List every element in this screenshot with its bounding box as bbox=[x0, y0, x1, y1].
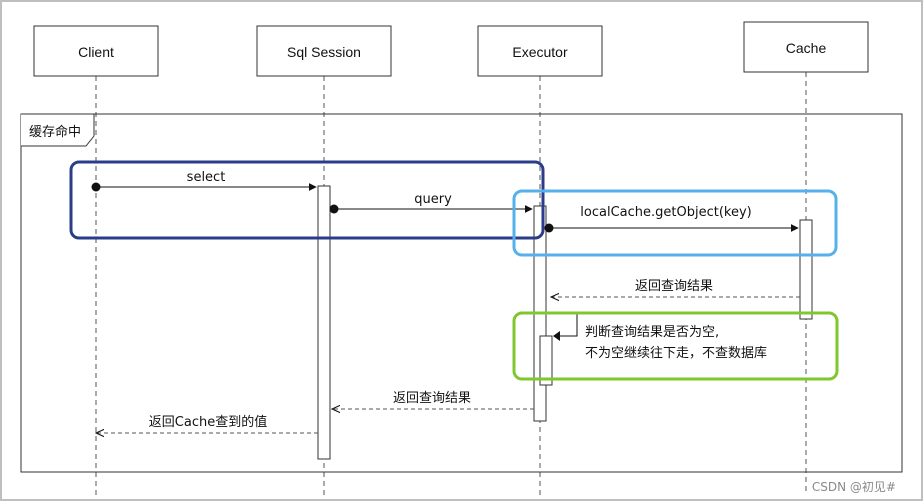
cache-box bbox=[743, 21, 869, 73]
cache-hit-frame bbox=[20, 113, 903, 473]
client-box bbox=[33, 25, 159, 77]
cache-activation bbox=[799, 219, 813, 320]
executor-box bbox=[477, 25, 603, 77]
return-to-session-label: 返回查询结果 bbox=[393, 391, 471, 406]
cache-lookup-highlight bbox=[512, 189, 838, 257]
check-label-line2: 不为空继续往下走，不查数据库 bbox=[585, 345, 767, 361]
frame-label-tab bbox=[21, 113, 95, 147]
return-from-cache-label: 返回查询结果 bbox=[635, 279, 713, 294]
select-query-highlight bbox=[69, 160, 545, 240]
client-label: Client bbox=[78, 44, 114, 60]
select-label: select bbox=[187, 170, 226, 185]
self-call-arrowhead bbox=[553, 331, 560, 341]
cache-label: Cache bbox=[786, 40, 827, 56]
frame-label: 缓存命中 bbox=[29, 124, 81, 140]
check-label-line1: 判断查询结果是否为空, bbox=[585, 325, 719, 340]
null-check-highlight bbox=[512, 311, 839, 381]
executor-label: Executor bbox=[512, 44, 568, 60]
return-to-client-label: 返回Cache查到的值 bbox=[149, 414, 267, 430]
watermark: CSDN @初见# bbox=[812, 480, 896, 494]
query-label: query bbox=[414, 192, 452, 207]
self-call-line bbox=[546, 312, 578, 337]
get-object-label: localCache.getObject(key) bbox=[580, 205, 751, 220]
session-box bbox=[256, 25, 392, 77]
executor-self-activation bbox=[539, 335, 553, 386]
session-label: Sql Session bbox=[287, 44, 361, 60]
session-activation bbox=[317, 185, 331, 460]
